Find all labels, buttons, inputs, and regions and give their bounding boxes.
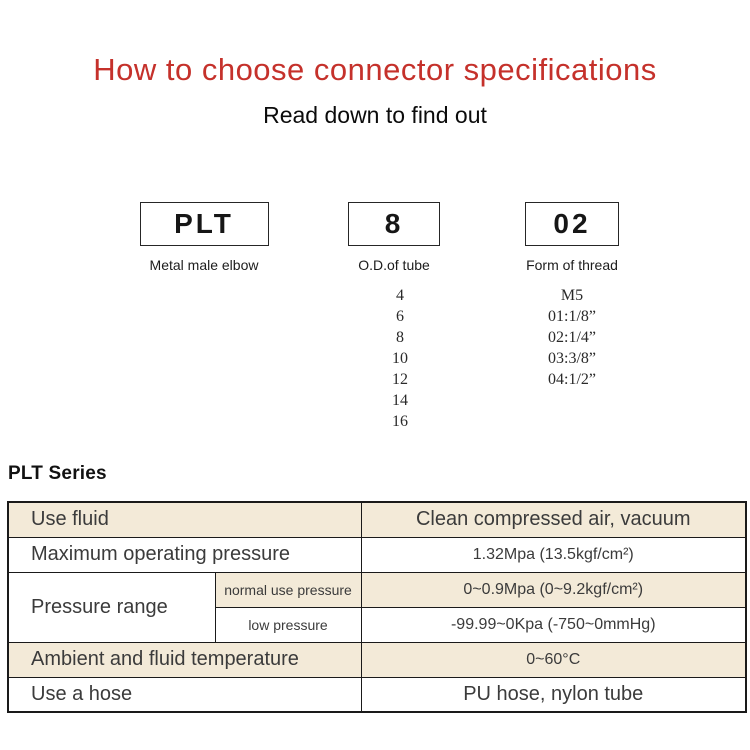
thread-form-option: M5 <box>560 287 584 304</box>
tube-size-option: 6 <box>396 308 404 325</box>
thread-form-option: 04:1/2” <box>548 371 596 388</box>
tube-size-option: 10 <box>392 350 408 367</box>
max-pressure-value: 1.32Mpa (13.5kgf/cm²) <box>360 536 747 573</box>
thread-form-label: Form of thread <box>526 257 618 273</box>
page-title: How to choose connector specifications <box>93 52 657 87</box>
use-fluid-label: Use fluid <box>7 501 362 538</box>
temperature-label: Ambient and fluid temperature <box>7 641 362 678</box>
max-pressure-label: Maximum operating pressure <box>7 536 362 573</box>
spec-table: Use fluid Clean compressed air, vacuum M… <box>7 501 747 713</box>
table-row-max-pressure: Maximum operating pressure 1.32Mpa (13.5… <box>7 536 747 573</box>
tube-size-option: 4 <box>396 287 404 304</box>
tube-size-box: 8 <box>348 202 440 246</box>
model-code-box: PLT <box>139 202 269 246</box>
low-pressure-value: -99.99~0Kpa (-750~0mmHg) <box>360 606 747 643</box>
tube-size-label: O.D.of tube <box>358 257 430 273</box>
table-row-normal-pressure: Pressure range normal use pressure 0~0.9… <box>7 571 747 643</box>
model-code-label: Metal male elbow <box>149 257 259 273</box>
page-subtitle: Read down to find out <box>263 102 487 128</box>
use-fluid-value: Clean compressed air, vacuum <box>360 501 747 538</box>
tube-size-group: 8 O.D.of tube <box>294 202 494 273</box>
table-row-use-fluid: Use fluid Clean compressed air, vacuum <box>7 501 747 538</box>
series-heading: PLT Series <box>8 463 107 484</box>
hose-label: Use a hose <box>7 676 362 713</box>
table-row-low-pressure: low pressure -99.99~0Kpa (-750~0mmHg) <box>8 606 747 643</box>
thread-form-group: 02 Form of thread <box>472 202 672 273</box>
thread-form-box: 02 <box>525 202 619 246</box>
model-code-group: PLT Metal male elbow <box>104 202 304 273</box>
tube-size-option: 12 <box>392 371 408 388</box>
tube-size-option: 8 <box>396 329 404 346</box>
temperature-value: 0~60°C <box>360 641 747 678</box>
normal-pressure-label: normal use pressure <box>214 571 362 608</box>
tube-size-option: 14 <box>392 392 408 409</box>
table-row-temperature: Ambient and fluid temperature 0~60°C <box>7 641 747 678</box>
thread-form-option: 02:1/4” <box>548 329 596 346</box>
thread-form-option: 01:1/8” <box>548 308 596 325</box>
tube-size-list: 4 6 8 10 12 14 16 <box>300 285 500 432</box>
tube-size-option: 16 <box>392 413 408 430</box>
pressure-range-label: Pressure range <box>7 571 216 643</box>
table-row-hose: Use a hose PU hose, nylon tube <box>7 676 747 713</box>
normal-pressure-value: 0~0.9Mpa (0~9.2kgf/cm²) <box>360 571 747 608</box>
thread-form-option: 03:3/8” <box>548 350 596 367</box>
low-pressure-label: low pressure <box>214 606 362 643</box>
hose-value: PU hose, nylon tube <box>360 676 747 713</box>
thread-form-list: M5 01:1/8” 02:1/4” 03:3/8” 04:1/2” <box>472 285 672 390</box>
